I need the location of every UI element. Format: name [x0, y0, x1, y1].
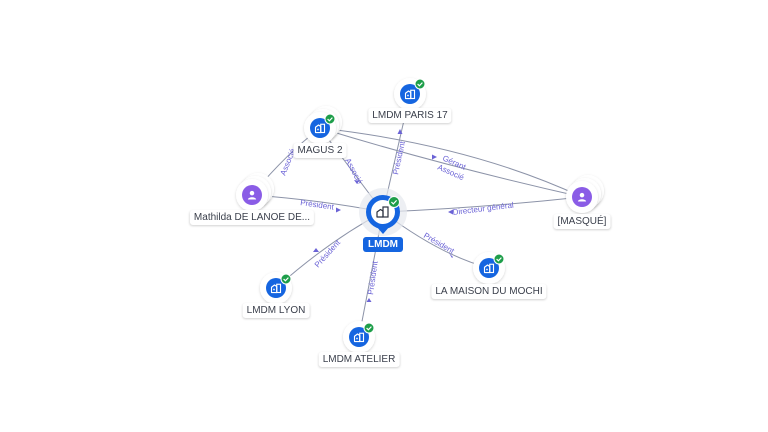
node-lmdm-atelier[interactable]	[343, 321, 375, 353]
node-la-maison-du-mochi[interactable]	[473, 252, 505, 284]
label-magus-2[interactable]: MAGUS 2	[293, 143, 347, 158]
edge-masque-magus2-a	[319, 127, 583, 198]
edge-arrows	[313, 129, 453, 302]
verified-check-icon	[363, 322, 375, 334]
label-masque[interactable]: [MASQUÉ]	[553, 214, 611, 229]
verified-check-icon	[280, 273, 292, 285]
label-center-lmdm[interactable]: LMDM	[363, 237, 403, 252]
label-lmdm-paris-17[interactable]: LMDM PARIS 17	[368, 108, 452, 123]
label-lmdm-atelier[interactable]: LMDM ATELIER	[318, 352, 400, 367]
edge-masque-magus2-b	[319, 127, 583, 198]
building-icon	[376, 206, 389, 218]
label-la-maison-du-mochi[interactable]: LA MAISON DU MOCHI	[431, 284, 547, 299]
node-lmdm-lyon[interactable]	[260, 272, 292, 304]
node-lmdm-paris-17[interactable]	[394, 78, 426, 110]
label-mathilda[interactable]: Mathilda DE LANOE DE...	[189, 210, 315, 225]
verified-check-icon	[414, 78, 426, 90]
edge-label-masque: Directeur général	[452, 201, 514, 217]
edge-label-lyon: Président	[313, 238, 343, 270]
verified-check-icon	[493, 253, 505, 265]
node-mathilda[interactable]	[236, 173, 274, 211]
verified-check-icon	[324, 113, 336, 125]
node-masque[interactable]	[566, 175, 604, 213]
edge-label-magus2: Associé	[343, 157, 364, 186]
verified-check-icon	[388, 196, 400, 208]
node-magus-2[interactable]	[304, 106, 342, 144]
edge-label-mochi: Président	[422, 231, 456, 256]
node-center-lmdm[interactable]	[359, 188, 407, 236]
label-lmdm-lyon[interactable]: LMDM LYON	[242, 303, 310, 318]
edge-label-atelier: Président	[366, 260, 380, 295]
edge-label-paris17: Président	[391, 140, 407, 176]
